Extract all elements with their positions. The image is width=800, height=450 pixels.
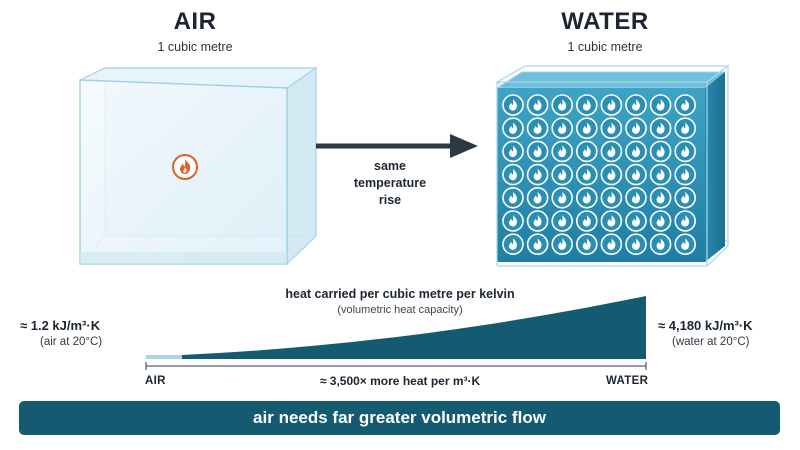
scale-air-label: AIR <box>145 375 166 387</box>
water-flame-icon <box>526 233 549 255</box>
water-flame-icon <box>600 210 623 232</box>
water-flame-icon <box>575 94 598 116</box>
water-flame-icon <box>649 94 672 116</box>
water-flame-icon <box>526 163 549 186</box>
water-flame-icon <box>649 117 672 139</box>
water-cube <box>494 65 730 267</box>
water-flame-icon <box>502 140 524 163</box>
water-flame-icon <box>600 233 623 255</box>
arrow-label-line2: temperature <box>353 176 427 190</box>
water-value: ≈ 4,180 kJ/m³·K <box>658 318 753 333</box>
water-flame-icon <box>551 233 574 255</box>
water-flame-icon <box>674 94 697 116</box>
water-flame-icon <box>575 163 598 186</box>
water-flame-icon <box>649 163 672 186</box>
air-cube <box>79 66 318 266</box>
water-bar-wedge <box>182 296 646 359</box>
ratio-label: ≈ 3,500× more heat per m³·K <box>319 374 481 388</box>
water-flame-icon <box>600 187 623 209</box>
water-flame-icon <box>502 117 524 139</box>
water-flame-icon <box>526 117 549 139</box>
water-flame-icon <box>502 210 524 232</box>
water-flame-icon <box>649 187 672 209</box>
comparison-title: heat carried per cubic metre per kelvin <box>285 287 515 301</box>
water-flame-icon <box>526 210 549 232</box>
air-title: AIR <box>173 8 217 35</box>
water-flame-icon <box>600 163 623 186</box>
water-flame-icon <box>649 210 672 232</box>
water-flame-icon <box>551 210 574 232</box>
water-flame-icon <box>674 187 697 209</box>
water-flame-icon <box>575 187 598 209</box>
water-flame-icon <box>600 140 623 163</box>
water-flame-icon <box>649 233 672 255</box>
water-flame-icon <box>625 140 647 163</box>
water-flame-icon <box>674 117 697 139</box>
water-flame-icon <box>526 187 549 209</box>
water-flame-icon <box>625 117 647 139</box>
water-flame-icon <box>551 140 574 163</box>
air-value: ≈ 1.2 kJ/m³·K <box>20 318 101 333</box>
water-flame-icon <box>551 117 574 139</box>
water-flame-icon <box>625 210 647 232</box>
conclusion-banner: air needs far greater volumetric flow <box>19 401 780 435</box>
water-flame-icon <box>674 140 697 163</box>
flame-icon <box>172 154 198 180</box>
water-title: WATER <box>561 8 649 35</box>
water-flame-icon <box>551 94 574 116</box>
water-flame-icon <box>551 187 574 209</box>
water-flame-icon <box>625 94 647 116</box>
water-flame-icon <box>575 233 598 255</box>
water-flame-icon <box>600 94 623 116</box>
arrow-icon <box>316 134 478 158</box>
water-flame-icon <box>526 94 549 116</box>
scale-water-label: WATER <box>606 375 649 387</box>
water-flame-icon <box>649 140 672 163</box>
water-flame-icon <box>625 163 647 186</box>
water-flame-icon <box>502 187 524 209</box>
air-note: (air at 20°C) <box>40 336 103 348</box>
water-flame-icon <box>502 233 524 255</box>
water-flame-icon <box>674 163 697 186</box>
heat-capacity-wedge <box>145 296 647 370</box>
water-flame-icon <box>502 94 524 116</box>
arrow-label-line1: same <box>374 159 406 173</box>
comparison-subtitle: (volumetric heat capacity) <box>337 304 463 316</box>
water-flame-icon <box>526 140 549 163</box>
arrow-label-line3: rise <box>378 193 402 207</box>
water-flame-icon <box>502 163 524 186</box>
water-flame-icon <box>600 117 623 139</box>
water-flame-icon <box>551 163 574 186</box>
water-note: (water at 20°C) <box>672 336 750 348</box>
water-flame-icon <box>625 233 647 255</box>
air-bar-segment <box>146 355 182 359</box>
water-flame-grid <box>502 94 697 255</box>
water-flame-icon <box>575 140 598 163</box>
arrow-label: same temperature rise <box>330 158 450 209</box>
water-flame-icon <box>674 210 697 232</box>
water-flame-icon <box>575 117 598 139</box>
air-subtitle: 1 cubic metre <box>157 40 233 54</box>
water-subtitle: 1 cubic metre <box>567 40 643 54</box>
water-flame-icon <box>625 187 647 209</box>
water-flame-icon <box>575 210 598 232</box>
water-flame-icon <box>674 233 697 255</box>
